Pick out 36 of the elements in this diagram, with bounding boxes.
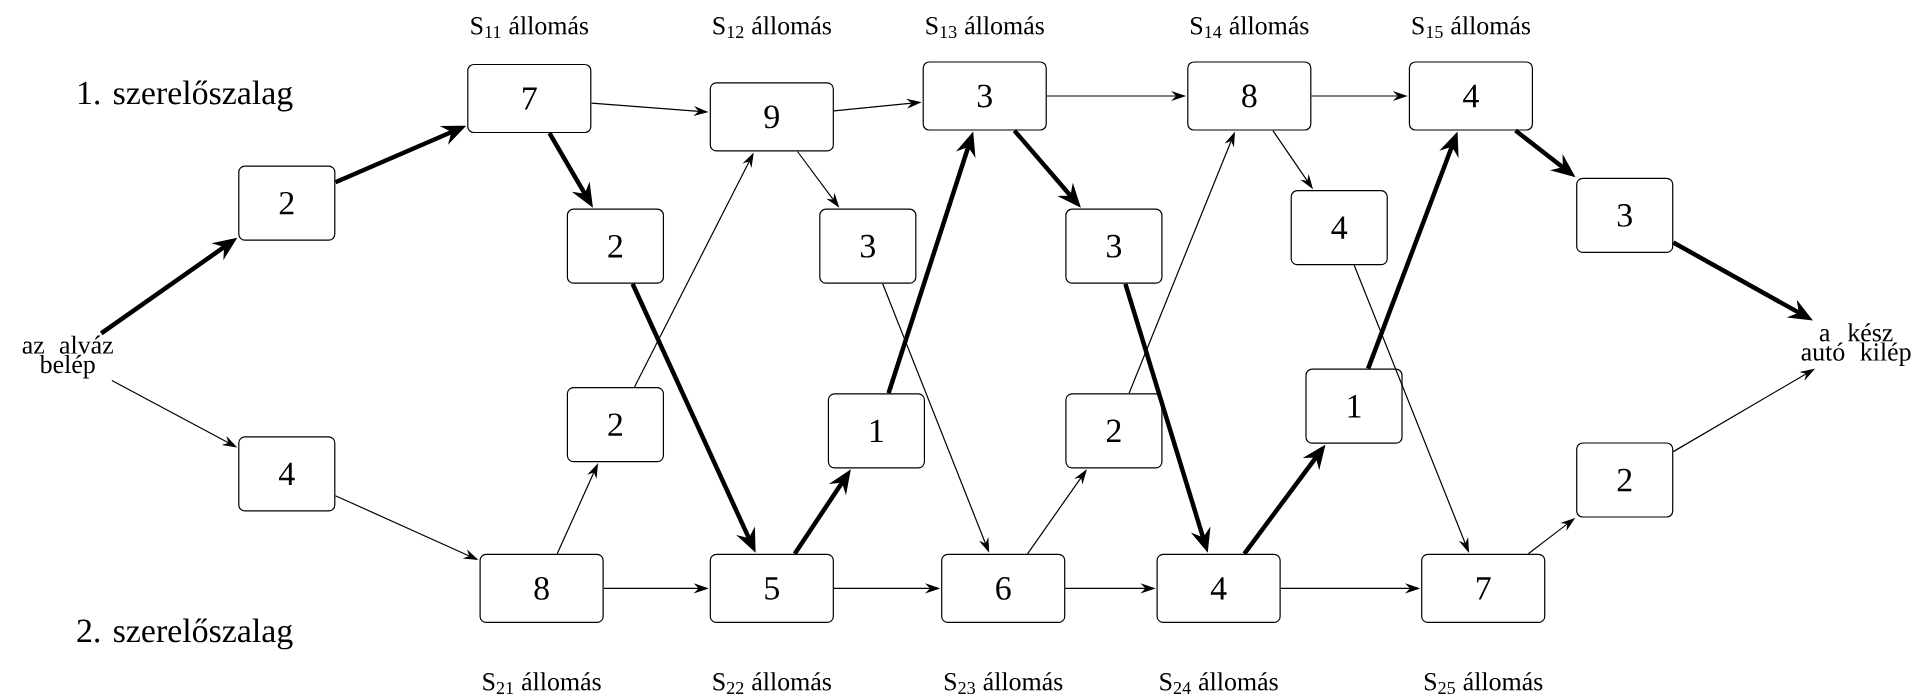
transfer-box: 2 — [566, 208, 664, 284]
station-box: 9 — [709, 82, 834, 152]
station-box: 4 — [1408, 61, 1533, 131]
line-label: 2. szerelőszalag — [77, 618, 293, 650]
transfer-box: 1 — [1305, 368, 1403, 444]
station-label: S$_{24}$ állomás — [1160, 672, 1278, 694]
station-label: S$_{15}$ állomás — [1412, 16, 1531, 39]
transfer-box: 2 — [1576, 442, 1674, 518]
station-box: 7 — [1421, 553, 1546, 623]
transfer-box: 2 — [1065, 393, 1163, 469]
station-box: 8 — [479, 553, 604, 623]
transfer-box: 4 — [1290, 190, 1388, 266]
station-box: 4 — [1156, 553, 1281, 623]
station-box: 6 — [941, 553, 1066, 623]
transfer-box: 1 — [827, 393, 925, 469]
station-box: 8 — [1187, 61, 1312, 131]
station-label: S$_{11}$ állomás — [471, 16, 589, 38]
transfer-box: 3 — [819, 208, 917, 284]
station-label: S$_{13}$ állomás — [926, 16, 1044, 39]
station-label: S$_{23}$ állomás — [944, 672, 1063, 695]
transfer-box: 3 — [1576, 177, 1674, 253]
transfer-box: 4 — [238, 436, 336, 512]
station-label: S$_{22}$ állomás — [713, 672, 831, 694]
station-box: 3 — [922, 61, 1047, 131]
transfer-box: 2 — [566, 387, 664, 463]
station-box: 5 — [709, 553, 834, 623]
terminal-text: a kész autó kilép — [1801, 323, 1911, 366]
station-box: 7 — [467, 63, 592, 134]
station-label: S$_{12}$ állomás — [713, 16, 831, 38]
station-label: S$_{25}$ állomás — [1424, 672, 1543, 695]
terminal-text: az alváz belép — [22, 335, 113, 379]
transfer-box: 3 — [1065, 208, 1163, 284]
line-label: 1. szerelőszalag — [78, 80, 293, 112]
station-label: S$_{21}$ állomás — [483, 672, 601, 694]
transfer-box: 2 — [238, 165, 336, 241]
station-label: S$_{14}$ állomás — [1191, 16, 1309, 38]
